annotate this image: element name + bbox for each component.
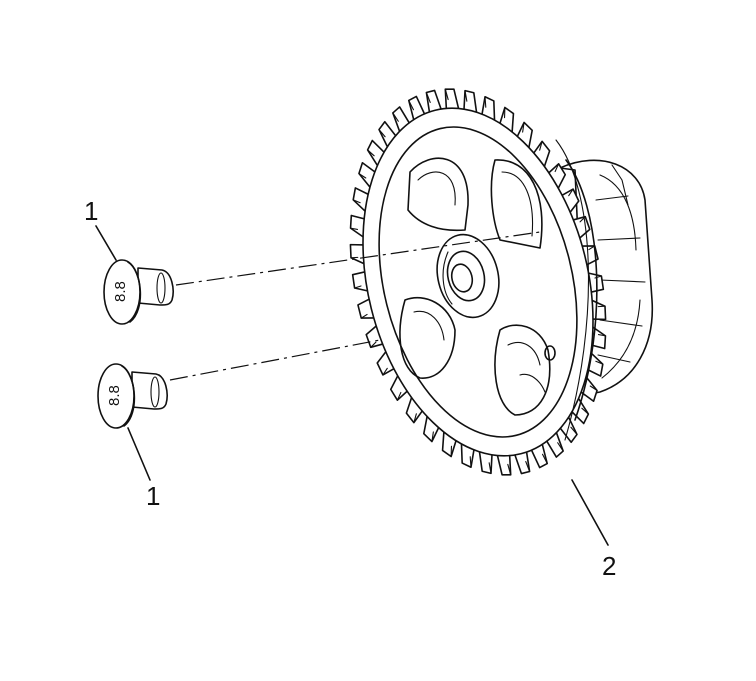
gear-tooth	[590, 299, 607, 321]
bolt-lower: 8.8	[97, 363, 168, 429]
leader-lines	[95, 225, 609, 546]
gear-tooth-edge	[507, 463, 512, 476]
gear-tooth	[349, 243, 366, 265]
gear-tooth-edge	[488, 462, 492, 474]
gear-tooth	[463, 89, 478, 115]
gear-tooth-edge	[367, 149, 375, 157]
gear-tooth	[389, 374, 409, 402]
gear-tooth	[405, 395, 424, 424]
gear-tooth	[496, 453, 512, 476]
gear-tooth-edge	[358, 172, 367, 179]
gear-tooth-edge	[557, 442, 564, 452]
callout-2: 2	[602, 551, 616, 581]
gear-tooth-edge	[589, 385, 598, 392]
gear-tooth-edge	[349, 227, 359, 230]
gear-tooth-edge	[378, 128, 386, 138]
gear-tooth-edge	[525, 461, 531, 473]
gear-tooth	[478, 449, 493, 475]
gear-pin-hole	[544, 345, 556, 361]
gear-tooth	[423, 414, 440, 443]
gear-tooth-edge	[444, 88, 449, 101]
gear-tooth	[444, 88, 460, 111]
gear-tooth-edge	[554, 163, 560, 173]
bolt-upper: 8.8	[103, 259, 174, 325]
gear-tooth-edge	[431, 431, 434, 443]
gear-inner-rim	[378, 126, 578, 438]
gear-tooth	[547, 162, 567, 190]
gear-tooth-edge	[581, 407, 589, 415]
callout-1-lower: 1	[146, 481, 160, 511]
gear-tooth	[572, 215, 591, 240]
gear-tooth-edge	[597, 334, 607, 337]
gear-tooth-edge	[352, 199, 361, 204]
gear-tooth-edge	[370, 341, 377, 348]
gear-tooth-edge	[392, 112, 399, 122]
gear-tooth	[376, 350, 396, 376]
gear-tooth	[513, 450, 531, 475]
gear-teeth	[349, 88, 607, 476]
gear-tooth-edge	[382, 367, 388, 376]
callout-1-upper: 1	[84, 196, 98, 226]
gear-tooth	[425, 89, 443, 114]
gear-tooth-edge	[522, 121, 525, 133]
gear-tooth	[365, 324, 384, 349]
gear-tooth	[560, 188, 580, 214]
gear	[349, 88, 654, 476]
assembly-center-lines	[169, 231, 541, 381]
gear-tooth-edge	[464, 90, 468, 102]
gear-tooth-edge	[541, 453, 548, 465]
gear-tooth	[349, 214, 366, 239]
gear-spoke-windows	[399, 157, 551, 416]
gear-center-boss	[436, 233, 500, 319]
gear-tooth-edge	[360, 313, 368, 319]
gear-tooth-edge	[539, 140, 543, 151]
gear-tooth-edge	[484, 96, 487, 108]
gear-tooth	[532, 140, 551, 169]
gear-tooth-edge	[408, 99, 415, 111]
gear-tooth-edge	[413, 413, 417, 424]
gear-tooth-edge	[595, 360, 604, 365]
gear-tooth-edge	[568, 188, 574, 197]
gear-tooth-edge	[425, 91, 431, 103]
gear-tooth-edge	[396, 391, 402, 401]
gear-tooth-edge	[354, 285, 362, 289]
gear-tooth-edge	[570, 426, 578, 436]
svg-text:8.8: 8.8	[112, 281, 129, 302]
gear-tooth-edge	[469, 456, 472, 468]
gear-tooth	[516, 121, 533, 150]
svg-text:8.8: 8.8	[106, 385, 123, 406]
